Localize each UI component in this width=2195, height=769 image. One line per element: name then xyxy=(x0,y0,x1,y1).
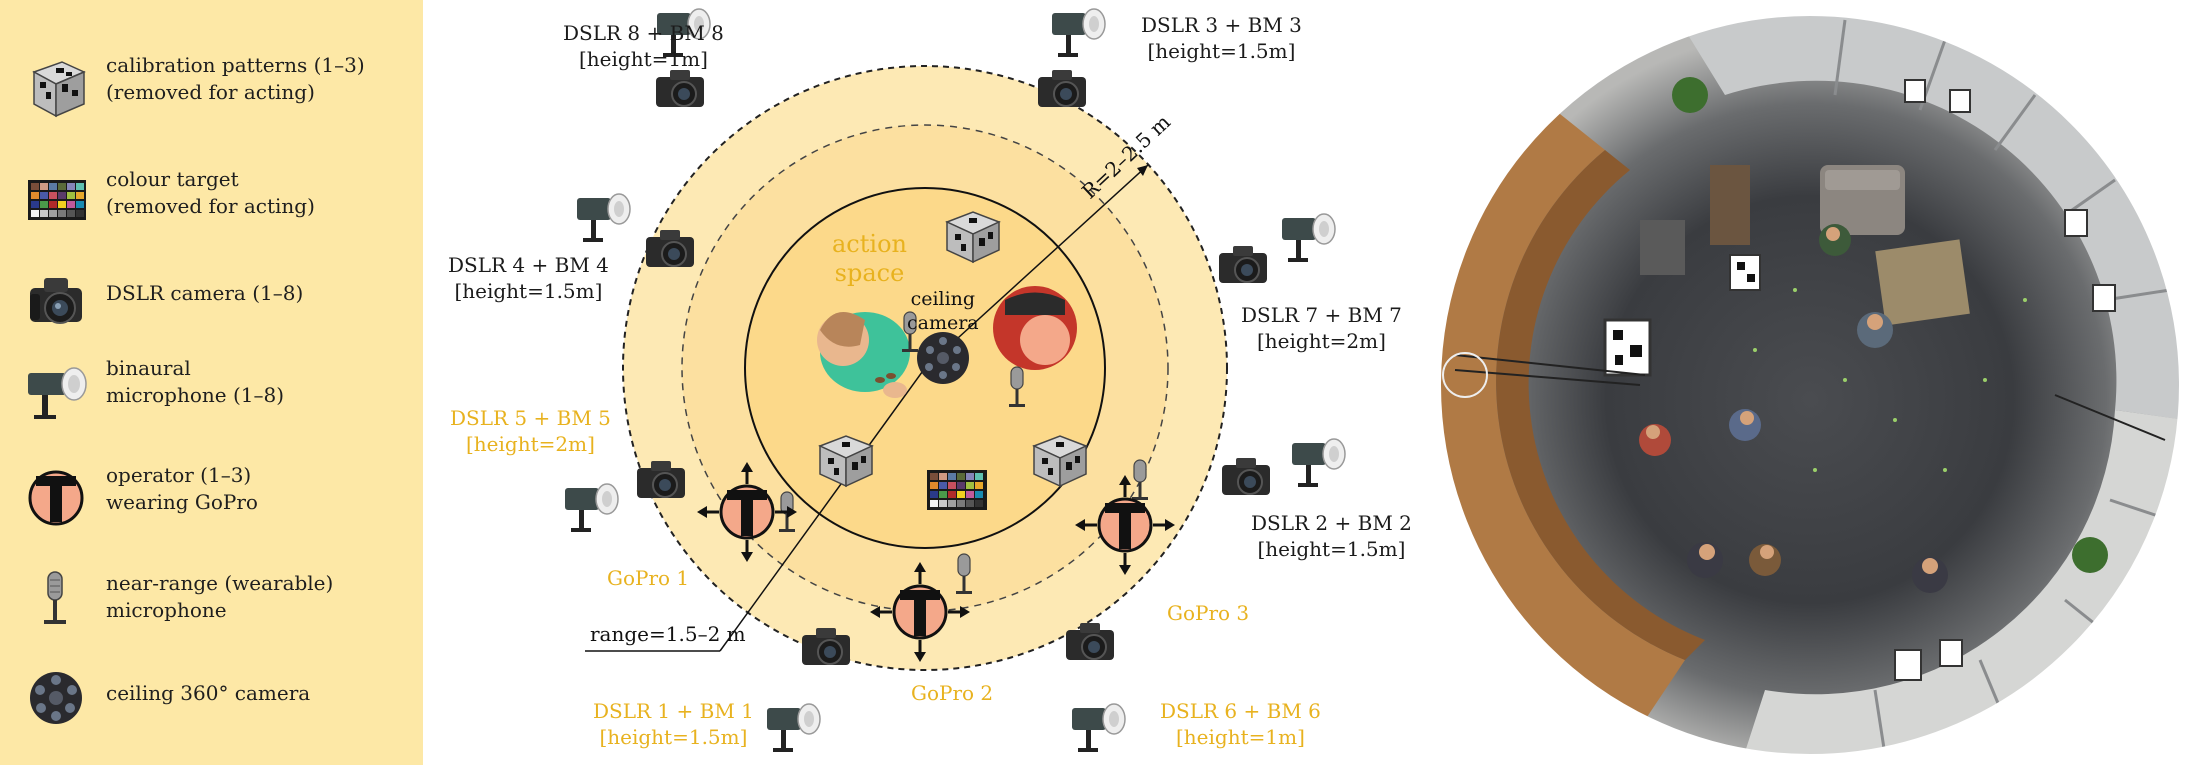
bm-6 xyxy=(1071,703,1126,753)
actor-right xyxy=(993,286,1077,370)
colour-target xyxy=(927,470,987,510)
legend-line2: (removed for acting) xyxy=(106,194,315,218)
legend-item-dslr: DSLR camera (1–8) xyxy=(26,268,416,358)
station-8-height: [height=1m] xyxy=(579,47,708,71)
station-7-height: [height=2m] xyxy=(1257,329,1386,353)
station-6-height: [height=1m] xyxy=(1176,725,1305,749)
legend-line1: DSLR camera (1–8) xyxy=(106,281,304,305)
near-range-microphone-icon xyxy=(44,571,66,624)
station-label-5: DSLR 5 + BM 5 [height=2m] xyxy=(450,405,611,457)
dslr-2 xyxy=(1221,457,1271,496)
legend-line1: calibration patterns (1–3) xyxy=(106,53,365,77)
operator-icon xyxy=(28,470,84,526)
station-3-height: [height=1.5m] xyxy=(1147,39,1296,63)
binaural-microphone-icon xyxy=(28,367,87,419)
station-label-6: DSLR 6 + BM 6 [height=1m] xyxy=(1160,698,1321,750)
station-2-name: DSLR 2 + BM 2 xyxy=(1251,511,1412,535)
station-6-name: DSLR 6 + BM 6 xyxy=(1160,699,1321,723)
legend-line2: microphone (1–8) xyxy=(106,383,285,407)
station-label-1: DSLR 1 + BM 1 [height=1.5m] xyxy=(593,698,754,750)
bm-3 xyxy=(1051,8,1106,58)
station-label-4: DSLR 4 + BM 4 [height=1.5m] xyxy=(448,252,609,304)
gopro-1-label: GoPro 1 xyxy=(607,566,690,590)
legend-item-near-range-mic: near-range (wearable) microphone xyxy=(26,570,416,660)
range-line xyxy=(719,367,926,652)
studio-layout-diagram: action space ceiling camera R=2–2.5 m ra… xyxy=(425,0,1445,765)
bm-1 xyxy=(766,703,821,753)
ceiling-camera-line1: ceiling xyxy=(910,288,976,310)
station-4-height: [height=1.5m] xyxy=(454,279,603,303)
station-5-height: [height=2m] xyxy=(466,432,595,456)
legend-line2: wearing GoPro xyxy=(106,490,258,514)
station-7-name: DSLR 7 + BM 7 xyxy=(1241,303,1402,327)
ceiling-camera xyxy=(917,332,969,384)
colour-target-icon xyxy=(28,180,86,220)
gopro-2-label: GoPro 2 xyxy=(911,681,994,705)
legend-item-colour-target: colour target (removed for acting) xyxy=(26,166,416,256)
legend-item-operator: operator (1–3) wearing GoPro xyxy=(26,462,416,552)
range-label: range=1.5–2 m xyxy=(590,622,746,646)
action-space-line2: space xyxy=(834,259,905,287)
bm-5 xyxy=(564,483,619,533)
legend-panel: calibration patterns (1–3) (removed for … xyxy=(0,0,423,765)
layout-svg xyxy=(564,8,1346,753)
station-8-name: DSLR 8 + BM 8 xyxy=(563,21,724,45)
legend-line1: operator (1–3) xyxy=(106,463,252,487)
ceiling-camera-label: ceiling camera xyxy=(907,287,979,335)
legend-line2: (removed for acting) xyxy=(106,80,315,104)
calibration-cube-icon xyxy=(32,61,86,118)
action-space-line1: action xyxy=(832,230,907,258)
bm-2 xyxy=(1291,438,1346,488)
station-label-8: DSLR 8 + BM 8 [height=1m] xyxy=(563,20,724,72)
legend-line1: binaural xyxy=(106,356,191,380)
action-space-label: action space xyxy=(832,230,907,288)
station-4-name: DSLR 4 + BM 4 xyxy=(448,253,609,277)
dslr-8 xyxy=(655,69,705,108)
dslr-camera-icon xyxy=(30,278,82,324)
dslr-3 xyxy=(1037,69,1087,108)
station-2-height: [height=1.5m] xyxy=(1257,537,1406,561)
fisheye-image xyxy=(1439,14,2181,756)
station-3-name: DSLR 3 + BM 3 xyxy=(1141,13,1302,37)
legend-item-ceiling-camera: ceiling 360° camera xyxy=(26,668,416,758)
actor-left xyxy=(817,312,910,398)
radius-line xyxy=(924,164,1149,369)
station-label-2: DSLR 2 + BM 2 [height=1.5m] xyxy=(1251,510,1412,562)
gopro-3-label: GoPro 3 xyxy=(1167,601,1250,625)
legend-line1: colour target xyxy=(106,167,239,191)
dslr-7 xyxy=(1218,245,1268,284)
station-1-name: DSLR 1 + BM 1 xyxy=(593,699,754,723)
station-label-3: DSLR 3 + BM 3 [height=1.5m] xyxy=(1141,12,1302,64)
station-label-7: DSLR 7 + BM 7 [height=2m] xyxy=(1241,302,1402,354)
bm-7 xyxy=(1281,213,1336,263)
station-5-name: DSLR 5 + BM 5 xyxy=(450,406,611,430)
legend-item-calibration: calibration patterns (1–3) (removed for … xyxy=(26,52,416,142)
legend-line2: microphone xyxy=(106,598,227,622)
legend-line1: near-range (wearable) xyxy=(106,571,334,595)
legend-item-binaural: binaural microphone (1–8) xyxy=(26,355,416,445)
station-1-height: [height=1.5m] xyxy=(599,725,748,749)
ceiling-camera-line2: camera xyxy=(907,312,979,334)
legend-line1: ceiling 360° camera xyxy=(106,681,311,705)
bm-4 xyxy=(576,193,631,243)
ceiling-360-camera-icon xyxy=(30,672,82,724)
ceiling-camera-fisheye-photo xyxy=(1425,0,2195,765)
